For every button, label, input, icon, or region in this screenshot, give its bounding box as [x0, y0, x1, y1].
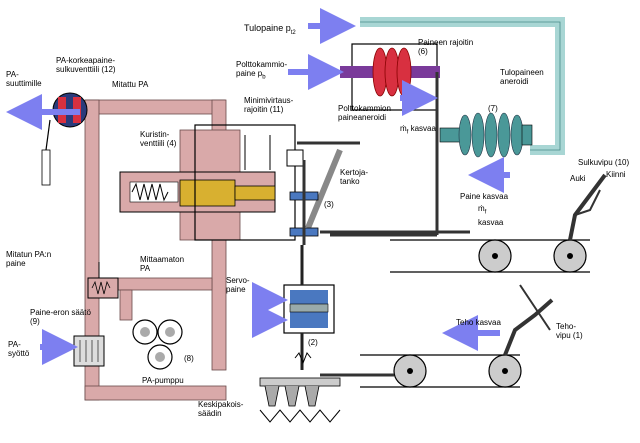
label-pa-nozzles: PA- suuttimille	[6, 70, 42, 88]
label-combustion-pressure-text: Polttokammio- paine p	[236, 60, 288, 78]
pa-supply-filter	[73, 335, 105, 367]
label-lever-number: (3)	[324, 200, 334, 209]
label-mf2-sub: f	[484, 209, 487, 216]
multiplier-lever	[289, 141, 470, 245]
label-combustion-pressure-sub: b	[262, 74, 266, 81]
label-metered-pa: Mitattu PA	[112, 80, 149, 89]
centrifugal-governor	[259, 352, 341, 423]
pa-shutoff-valve	[41, 92, 88, 186]
label-pa-shutoff-valve: PA-korkeapaine- sulkuventtiili (12)	[56, 56, 116, 74]
label-power-lever: Teho- vipu (1)	[556, 322, 583, 340]
combustion-pressure-aneroid	[330, 43, 440, 237]
label-metering-valve: Kuristin- venttiili (4)	[140, 130, 177, 148]
label-diff-pressure: Paine-eron säätö (9)	[30, 308, 91, 326]
label-open: Auki	[570, 174, 586, 183]
label-centrifugal-governor: Keskipakois- säädin	[198, 400, 244, 418]
label-mf1-symbol: ṁ	[400, 124, 407, 133]
flow-arrows	[6, 8, 510, 365]
label-power-increase: Teho kasvaa	[456, 318, 501, 327]
label-combustion-aneroid: Polttokammion paineaneroidi	[338, 104, 391, 122]
min-flow-limiter-body	[194, 124, 304, 241]
label-inlet-pressure-sub: t2	[290, 29, 296, 36]
label-combustion-pressure: Polttokammio- paine pb	[236, 60, 287, 83]
label-metered-pa-pressure: Mitatun PA:n paine	[6, 250, 52, 268]
power-cam-belt	[320, 284, 554, 388]
label-min-flow-limiter: Minimivirtaus- rajoitin (11)	[244, 96, 294, 114]
label-inlet-aneroid: Tulopaineen aneroidi	[500, 68, 544, 86]
pa-pump	[132, 319, 183, 370]
label-aneroid-number: (7)	[488, 104, 498, 113]
diff-pressure-valve	[87, 262, 119, 299]
label-inlet-pressure: Tulopaine pt2	[244, 24, 296, 38]
label-shutoff-lever: Sulkuvipu (10)	[578, 158, 630, 167]
label-closed: Kiinni	[606, 170, 626, 179]
label-pump-number: (8)	[184, 354, 194, 363]
label-inlet-pressure-text: Tulopaine p	[244, 23, 291, 33]
label-mf-increase-1: ṁf kasvaa	[400, 124, 436, 138]
label-mf2-text: kasvaa	[478, 217, 504, 227]
metering-valve	[119, 171, 276, 213]
label-mf1-sub: f	[406, 129, 409, 136]
label-pressure-limiter: Paineen rajoitin (6)	[418, 38, 474, 56]
label-multiplier-rod: Kertoja- tanko	[340, 168, 369, 186]
shutoff-cam-belt	[390, 173, 607, 273]
label-pressure-increase: Paine kasvaa	[460, 192, 509, 201]
inlet-pressure-aneroid	[360, 17, 565, 158]
label-pa-supply: PA- syöttö	[8, 340, 30, 358]
label-unmetered-pa: Mittaamaton PA	[140, 255, 185, 273]
pa-fuel-pipework	[84, 99, 241, 401]
label-servo-number: (2)	[308, 338, 318, 347]
label-servo-pressure: Servo- paine	[226, 276, 250, 294]
servo-piston	[283, 245, 335, 370]
label-pa-pump: PA-pumppu	[142, 376, 184, 385]
label-mf1-text: kasvaa	[410, 124, 436, 133]
label-mf2-symbol: ṁ	[478, 204, 485, 213]
